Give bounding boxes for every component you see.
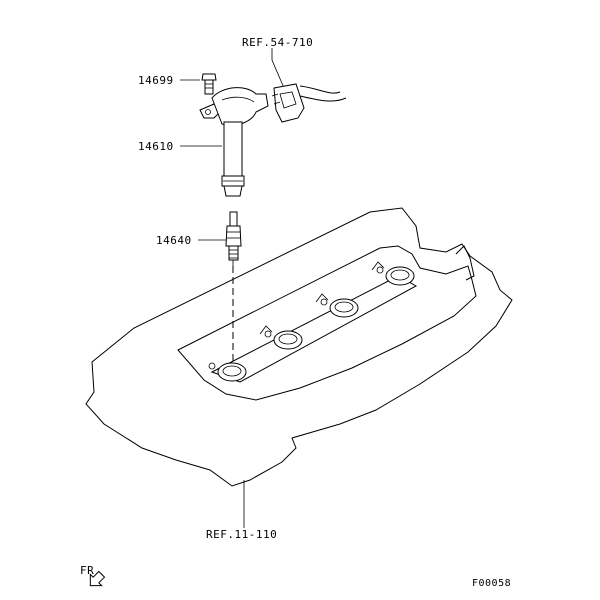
ref-harness-label: REF.54-710 <box>242 36 313 49</box>
cylinder-head-cover <box>85 207 513 487</box>
bolt-part-number: 14699 <box>138 74 174 87</box>
coil-part-number: 14610 <box>138 140 174 153</box>
plug-holes <box>217 266 415 382</box>
ref-head-label: REF.11-110 <box>206 528 277 541</box>
figure-id: F00058 <box>472 578 511 589</box>
ignition-coil-14610 <box>199 87 269 197</box>
cover-bolt-bosses <box>208 261 385 370</box>
bolt-14699 <box>201 73 217 95</box>
front-label: FR <box>80 564 94 577</box>
front-arrow-icon <box>89 570 106 587</box>
leader-lines <box>180 48 285 528</box>
harness-connector <box>271 83 347 123</box>
spark-plug-14640 <box>225 211 242 266</box>
plug-part-number: 14640 <box>156 234 192 247</box>
